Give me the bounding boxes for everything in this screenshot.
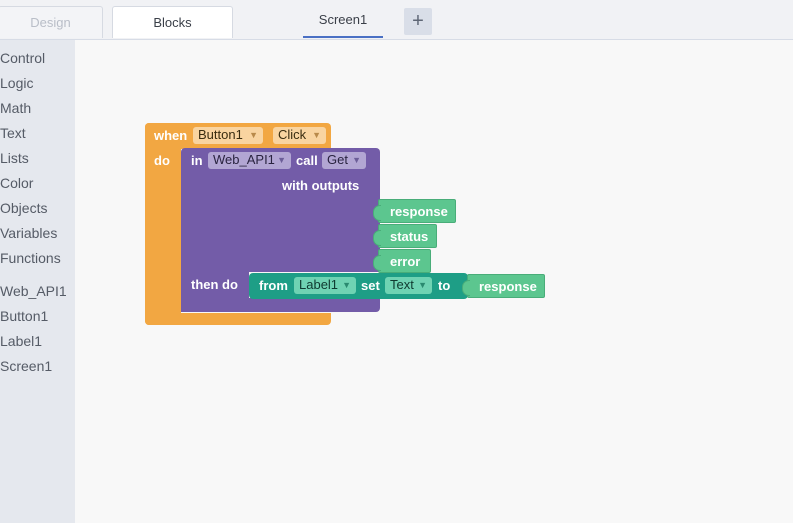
sidebar-item-label1[interactable]: Label1: [0, 333, 43, 349]
get-response-label: response: [479, 279, 537, 294]
puzzle-connector-icon: [373, 230, 381, 246]
set-label: set: [361, 278, 380, 293]
sidebar-item-math[interactable]: Math: [0, 100, 32, 116]
property-value: Text: [390, 277, 414, 292]
chevron-down-icon: ▼: [342, 280, 351, 290]
event-component-dropdown[interactable]: Button1 ▼: [193, 127, 263, 144]
method-dropdown[interactable]: Get ▼: [322, 152, 366, 169]
web-api-call-block[interactable]: in Web_API1 ▼ call Get ▼ with outputs th…: [181, 148, 381, 312]
output-status-label: status: [390, 229, 429, 244]
set-label-text-block[interactable]: from Label1 ▼ set Text ▼ to: [249, 273, 468, 299]
call-label: call: [296, 153, 318, 168]
blocks-workspace[interactable]: when Button1 ▼ Click ▼ do in Web_API1 ▼ …: [75, 40, 793, 523]
puzzle-connector-icon: [373, 255, 381, 271]
puzzle-connector-icon: [462, 280, 470, 296]
puzzle-connector-icon: [373, 205, 381, 221]
chevron-down-icon: ▼: [277, 155, 286, 165]
sidebar-item-button1[interactable]: Button1: [0, 308, 49, 324]
sidebar-item-control[interactable]: Control: [0, 50, 46, 66]
output-status-block[interactable]: status: [373, 224, 437, 248]
sidebar-item-objects[interactable]: Objects: [0, 200, 48, 216]
call-component-dropdown[interactable]: Web_API1 ▼: [208, 152, 291, 169]
tab-blocks[interactable]: Blocks: [112, 6, 233, 38]
in-label: in: [191, 153, 203, 168]
from-label: from: [259, 278, 288, 293]
output-error-block[interactable]: error: [373, 249, 431, 273]
to-label: to: [438, 278, 451, 293]
event-component-value: Button1: [198, 127, 243, 142]
setter-component-dropdown[interactable]: Label1 ▼: [294, 277, 356, 294]
then-do-label: then do: [191, 277, 238, 292]
add-screen-button[interactable]: +: [404, 8, 432, 35]
sidebar-item-variables[interactable]: Variables: [0, 225, 58, 241]
property-dropdown[interactable]: Text ▼: [385, 277, 432, 294]
plus-icon: +: [412, 10, 424, 32]
setter-component-value: Label1: [299, 277, 339, 292]
chevron-down-icon: ▼: [312, 130, 321, 140]
sidebar-item-color[interactable]: Color: [0, 175, 34, 191]
output-response-block[interactable]: response: [373, 199, 456, 223]
output-error-label: error: [390, 254, 421, 269]
do-label: do: [154, 153, 170, 168]
sidebar-item-functions[interactable]: Functions: [0, 250, 61, 266]
method-value: Get: [327, 152, 348, 167]
chevron-down-icon: ▼: [249, 130, 258, 140]
when-label: when: [154, 128, 188, 143]
sidebar-item-text[interactable]: Text: [0, 125, 26, 141]
event-name-dropdown[interactable]: Click ▼: [273, 127, 326, 144]
chevron-down-icon: ▼: [418, 280, 427, 290]
blocks-drawer-sidebar: Control Logic Math Text Lists Color Obje…: [0, 40, 75, 523]
sidebar-item-screen1[interactable]: Screen1: [0, 358, 53, 374]
chevron-down-icon: ▼: [352, 155, 361, 165]
output-response-label: response: [390, 204, 448, 219]
tab-design[interactable]: Design: [0, 6, 103, 38]
sidebar-item-logic[interactable]: Logic: [0, 75, 34, 91]
event-name-value: Click: [278, 127, 307, 142]
with-outputs-label: with outputs: [282, 178, 360, 193]
get-response-block[interactable]: response: [462, 274, 545, 298]
when-button-click-block[interactable]: when Button1 ▼ Click ▼ do: [145, 123, 331, 325]
tab-screen1[interactable]: Screen1: [303, 6, 383, 38]
top-bar: Design Blocks Screen1 +: [0, 0, 793, 40]
sidebar-item-web-api1[interactable]: Web_API1: [0, 283, 67, 299]
call-component-value: Web_API1: [213, 152, 275, 167]
sidebar-item-lists[interactable]: Lists: [0, 150, 29, 166]
